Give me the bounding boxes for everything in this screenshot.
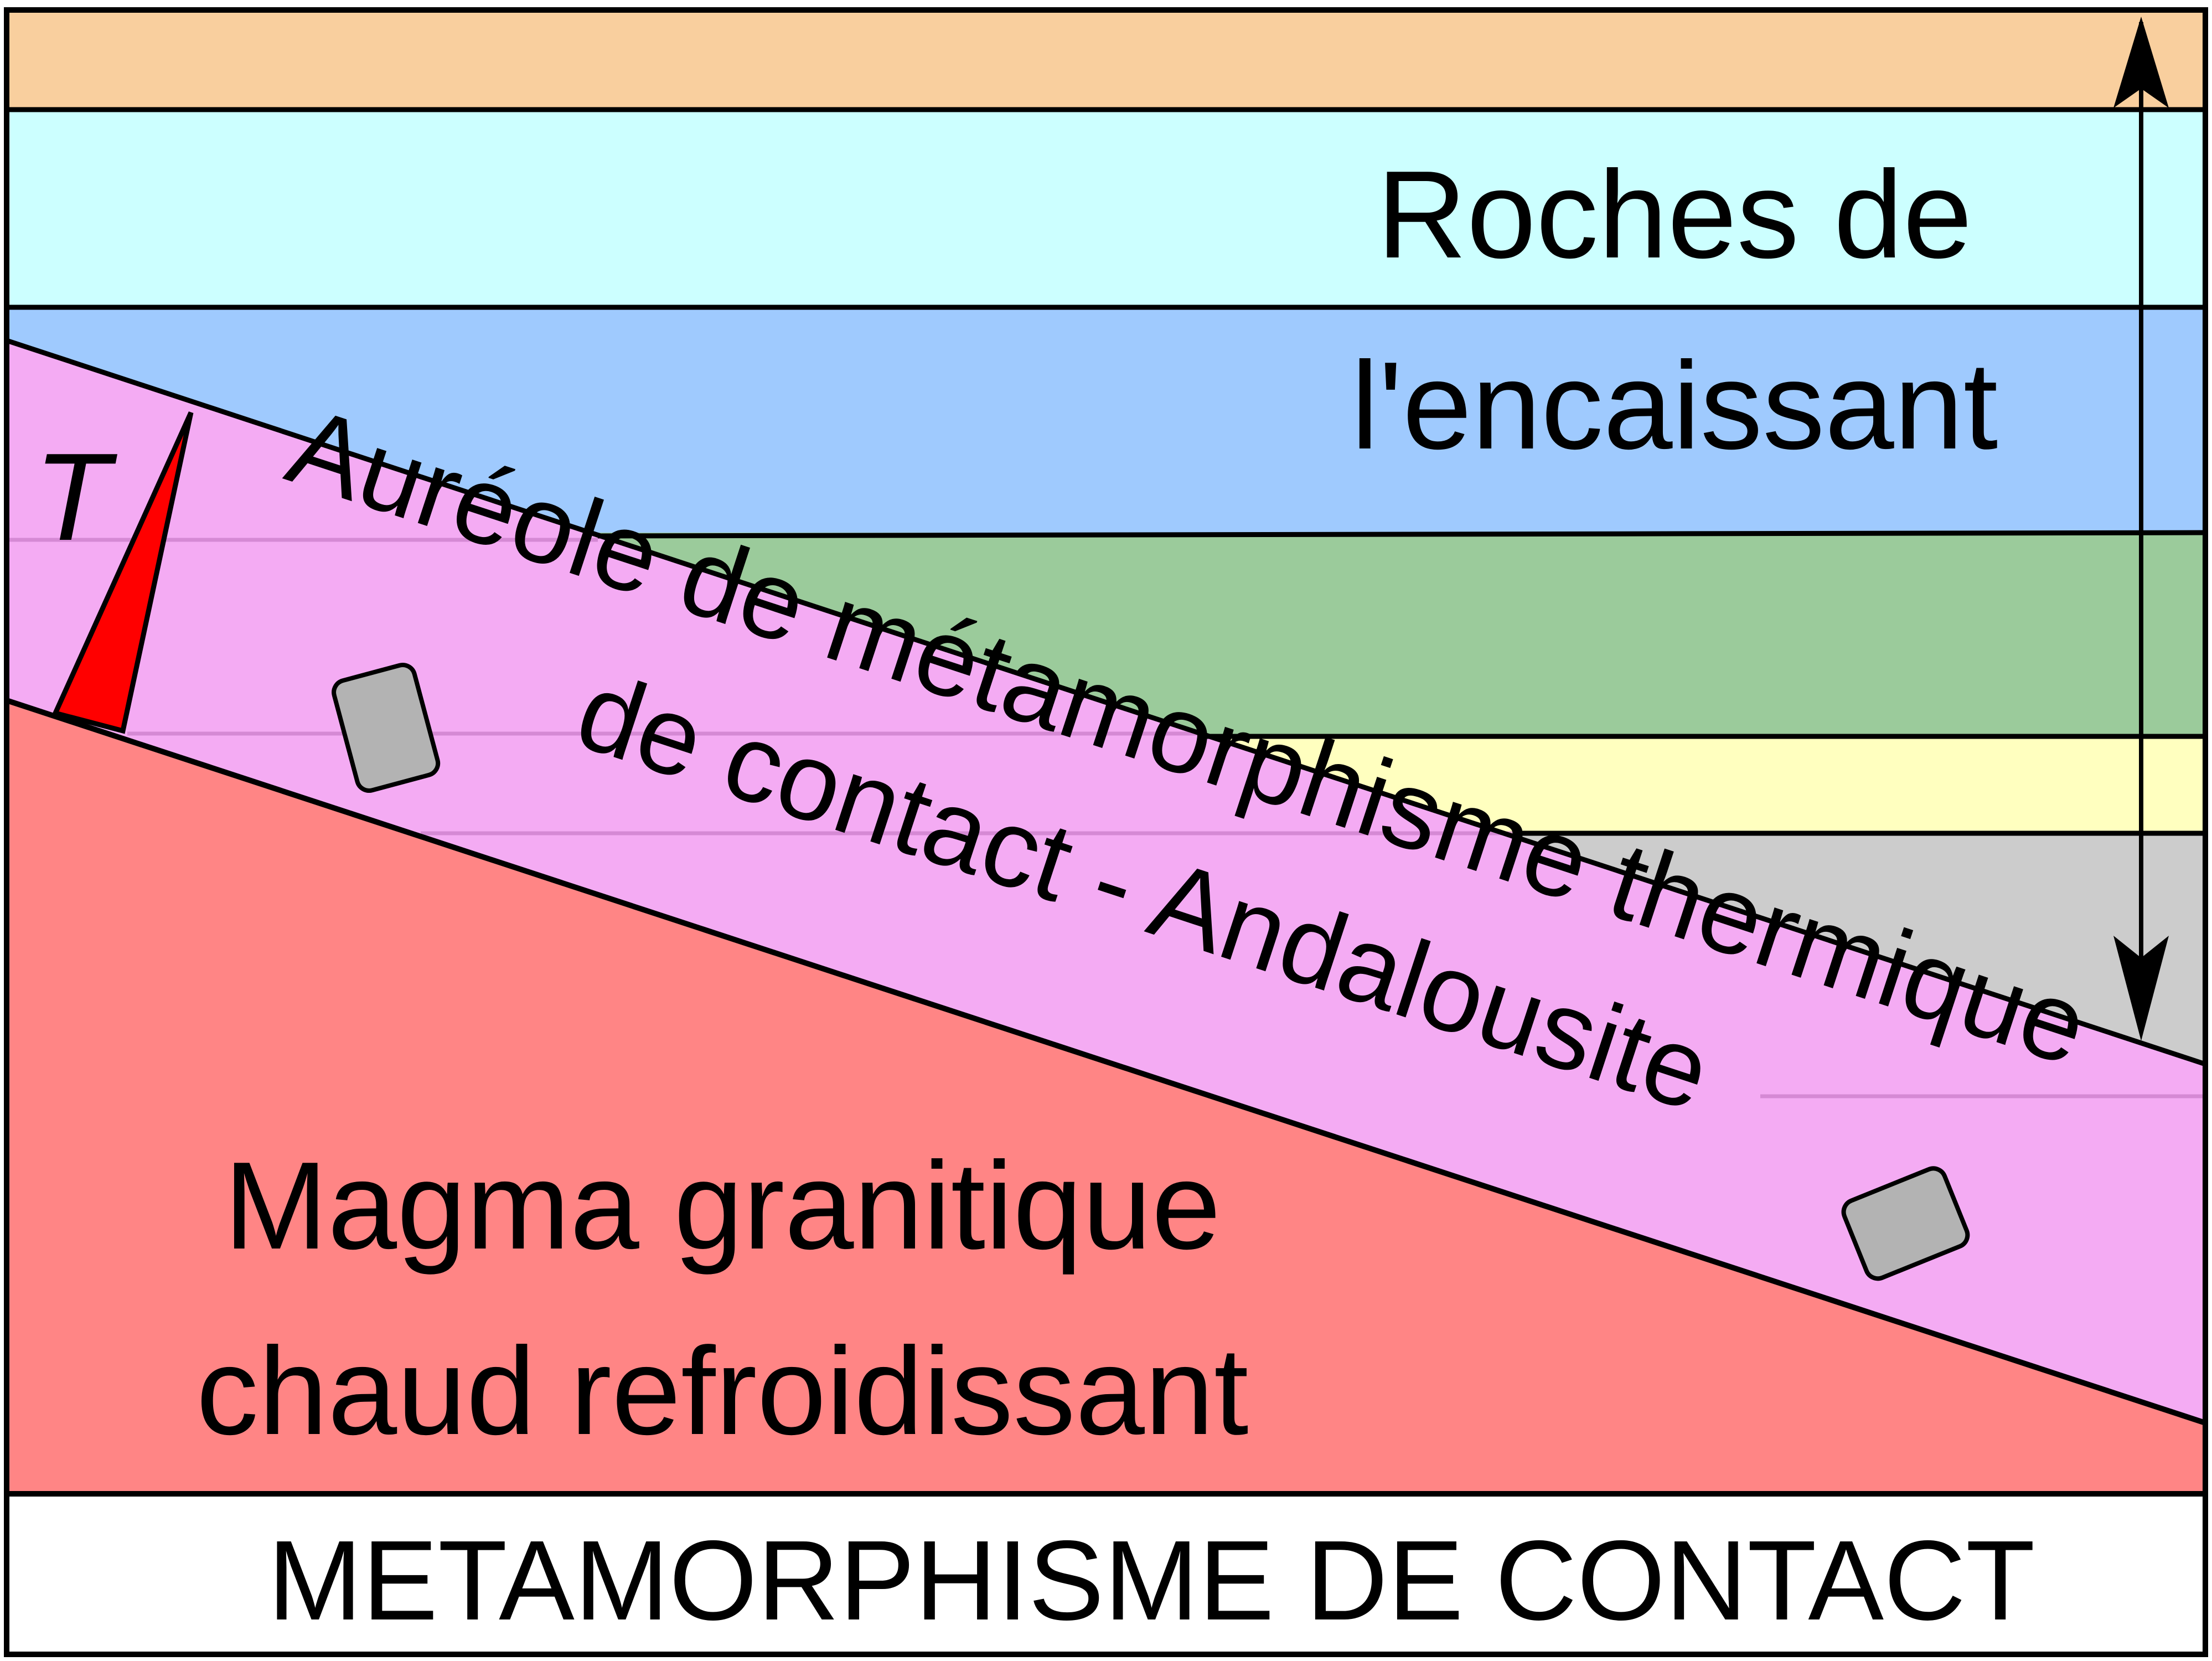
host-rock-label-line2: l'encaissant <box>1351 336 1998 475</box>
caption: METAMORPHISME DE CONTACT <box>268 1517 2035 1644</box>
temperature-symbol: T <box>34 427 117 566</box>
granitic-magma <box>7 700 2205 1494</box>
contact-aureole <box>7 341 2205 1423</box>
magma-label-line1: Magma granitique <box>224 1136 1221 1275</box>
arrow-head-down-icon <box>2113 936 2169 1041</box>
layer-orange <box>7 10 2205 110</box>
thickness-arrow <box>2113 17 2169 1041</box>
outer-frame <box>4 7 2208 1657</box>
andalousite-crystals <box>332 663 1970 1281</box>
faint-bedding-lines <box>7 538 2205 1098</box>
caption-box <box>7 1494 2205 1654</box>
andalousite-crystal <box>332 663 441 793</box>
host-rock-label-line1: Roches de <box>1377 145 1972 284</box>
aureole-contacts <box>6 338 2206 1426</box>
andalousite-crystal <box>1841 1166 1970 1281</box>
arrow-head-up-icon <box>2113 17 2169 108</box>
temperature-gradient-wedge <box>51 411 194 734</box>
layer-cyan <box>7 110 2205 307</box>
magma-label-line2: chaud refroidissant <box>196 1321 1248 1461</box>
layer-boundaries <box>7 107 2206 836</box>
